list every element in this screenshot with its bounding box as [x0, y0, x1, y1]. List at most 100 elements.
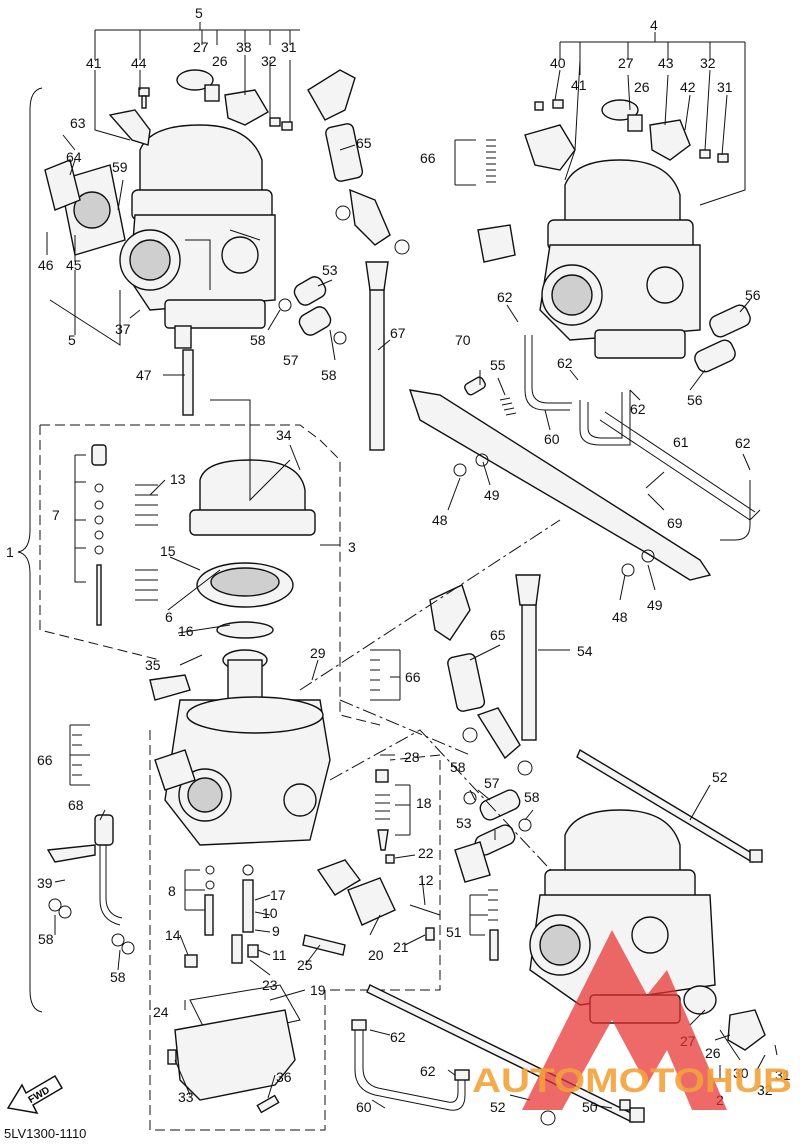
- callout-24: 24: [153, 1004, 169, 1020]
- springs-bottom-right: [454, 841, 499, 961]
- callout-31: 31: [281, 39, 297, 55]
- callout-19: 19: [310, 982, 326, 998]
- callout-25: 25: [297, 957, 313, 973]
- callout-62-b: 62: [557, 355, 573, 371]
- group-3-box: [39, 424, 381, 726]
- callout-5-top: 5: [195, 5, 203, 21]
- callout-48-b: 48: [612, 609, 628, 625]
- callout-46: 46: [38, 257, 54, 273]
- callout-60-top: 60: [544, 431, 560, 447]
- callout-49-a: 49: [484, 487, 500, 503]
- callout-9: 9: [272, 923, 280, 939]
- callout-60-bottom: 60: [356, 1099, 372, 1115]
- callout-38: 38: [236, 39, 252, 55]
- callout-50: 50: [582, 1099, 598, 1115]
- vacuum-chamber: [189, 459, 316, 716]
- callout-57-center: 57: [484, 775, 500, 791]
- callout-22: 22: [418, 845, 434, 861]
- callout-14: 14: [165, 927, 181, 943]
- diagram-code: 5LV1300-1110: [4, 1126, 87, 1141]
- callout-34: 34: [276, 427, 292, 443]
- float-bowl: [167, 984, 301, 1114]
- callout-58-c: 58: [38, 931, 54, 947]
- callout-62-d: 62: [735, 435, 751, 451]
- float-valve-set: [375, 769, 390, 851]
- callout-3: 3: [348, 539, 356, 555]
- callout-67: 67: [390, 325, 406, 341]
- leader-lines: [46, 22, 778, 1109]
- callout-52-bottom: 52: [490, 1099, 506, 1115]
- callout-53-top: 53: [322, 262, 338, 278]
- callouts: 5 41 44 27 26 38 32 31 63 64 59 46 45 37…: [6, 5, 791, 1115]
- callout-58-e: 58: [450, 759, 466, 775]
- callout-66-left: 66: [37, 752, 53, 768]
- callout-49-b: 49: [647, 597, 663, 613]
- mounting-plate: [408, 376, 712, 581]
- callout-53-center: 53: [456, 815, 472, 831]
- callout-32-right: 32: [700, 55, 716, 71]
- callout-32: 32: [261, 53, 277, 69]
- callout-7: 7: [52, 507, 60, 523]
- callout-69: 69: [667, 515, 683, 531]
- callout-63: 63: [70, 115, 86, 131]
- callout-16: 16: [178, 623, 194, 639]
- float-pin: [409, 904, 441, 916]
- callout-51: 51: [446, 924, 462, 940]
- watermark-text: AUTOMOTOHUB: [472, 1062, 792, 1100]
- bottom-hose: [351, 1019, 631, 1126]
- callout-58-f: 58: [524, 789, 540, 805]
- callout-29: 29: [310, 645, 326, 661]
- callout-59: 59: [112, 159, 128, 175]
- screw-22: [385, 854, 395, 864]
- jets: [184, 864, 259, 968]
- callout-62-e: 62: [390, 1029, 406, 1045]
- assembly-leader: [299, 519, 561, 881]
- springs-top-right: [477, 139, 516, 263]
- callout-41-right: 41: [571, 77, 587, 93]
- callout-5-left: 5: [68, 332, 76, 348]
- callout-11: 11: [272, 947, 287, 963]
- callout-62-f: 62: [420, 1063, 436, 1079]
- callout-37: 37: [115, 321, 131, 337]
- left-vent-hose: [46, 814, 135, 955]
- callout-18: 18: [416, 795, 432, 811]
- callout-20: 20: [368, 947, 384, 963]
- pilot-screw: [302, 934, 346, 956]
- callout-26: 26: [212, 53, 228, 69]
- callout-15: 15: [160, 543, 176, 559]
- callout-32-bottom: 32: [757, 1082, 773, 1098]
- screw-21: [425, 927, 435, 941]
- callout-31-right: 31: [717, 79, 733, 95]
- callout-23: 23: [262, 977, 278, 993]
- callout-62-c: 62: [630, 401, 646, 417]
- callout-58-a: 58: [250, 332, 266, 348]
- callout-10: 10: [262, 905, 278, 921]
- callout-65-top: 65: [356, 135, 372, 151]
- callout-1: 1: [6, 544, 14, 560]
- callout-65-center: 65: [490, 627, 506, 643]
- callout-55-top: 55: [490, 357, 506, 373]
- group-2-box: [149, 730, 441, 1131]
- callout-66-center: 66: [405, 669, 421, 685]
- callout-36: 36: [276, 1069, 292, 1085]
- center-right-hoses: [429, 574, 541, 856]
- callout-8: 8: [168, 883, 176, 899]
- callout-6: 6: [165, 609, 173, 625]
- carburetor-body-center: [149, 674, 331, 846]
- callout-52-top: 52: [712, 769, 728, 785]
- fwd-label: FWD: [27, 1085, 52, 1106]
- callout-58-d: 58: [110, 969, 126, 985]
- callout-41: 41: [86, 55, 102, 71]
- callout-64: 64: [66, 149, 82, 165]
- callout-12: 12: [418, 872, 434, 888]
- right-hoses: [524, 304, 761, 541]
- callout-44: 44: [131, 55, 147, 71]
- callout-13: 13: [170, 471, 186, 487]
- callout-31-bottom: 31: [775, 1067, 791, 1083]
- callout-42: 42: [680, 79, 696, 95]
- callout-26-bottom: 26: [705, 1045, 721, 1061]
- callout-33: 33: [178, 1089, 194, 1105]
- callout-66-top: 66: [420, 150, 436, 166]
- callout-39: 39: [37, 875, 53, 891]
